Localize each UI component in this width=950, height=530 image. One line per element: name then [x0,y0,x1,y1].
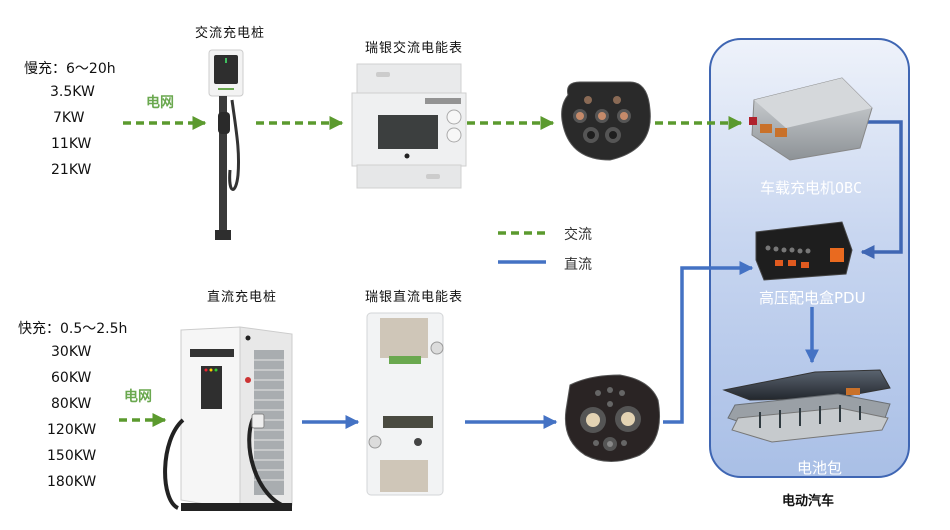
ac-meter-label: 瑞银交流电能表 [365,41,464,56]
ac-mode-label: 慢充：6～20h [24,61,116,77]
vehicle-title: 电动汽车 [782,494,835,509]
dc-grid-label: 电网 [124,389,152,405]
dc-flow-arrows [119,120,903,429]
dc-power-item: 30KW [51,344,92,360]
ac-power-item: 21KW [51,162,92,178]
dc-power-item: 80KW [51,396,92,412]
dc-charger-label: 直流充电桩 [207,290,278,305]
dc-plug-image [564,374,661,462]
dc-charger-image [163,326,293,511]
obc-label: 车载充电机OBC [760,179,863,197]
dc-meter-image [366,312,444,496]
dc-power-item: 180KW [47,474,97,490]
obc-image [749,77,873,161]
ac-charger-image [208,49,244,240]
obc-to-pdu-arrow [856,120,903,259]
dc-power-item: 150KW [47,448,97,464]
ac-meter-image [351,63,467,189]
ac-charger-label: 交流充电桩 [195,26,266,41]
dc-power-item: 120KW [47,422,97,438]
pdu-image [755,221,853,281]
ac-power-item: 3.5KW [50,84,95,100]
ac-plug-image [561,81,651,161]
pdu-label: 高压配电盒PDU [759,289,866,307]
ac-power-item: 11KW [51,136,92,152]
battery-label: 电池包 [797,459,843,477]
ac-power-item: 7KW [53,110,85,126]
ac-grid-label: 电网 [146,95,174,111]
battery-pack-image [722,369,891,443]
dc-meter-label: 瑞银直流电能表 [365,290,464,305]
legend-ac-label: 交流 [564,227,592,243]
legend-dc-label: 直流 [564,257,592,273]
dc-power-item: 60KW [51,370,92,386]
dc-arrow-plug-to-pdu [663,261,754,424]
dc-mode-label: 快充：0.5～2.5h [18,321,128,337]
